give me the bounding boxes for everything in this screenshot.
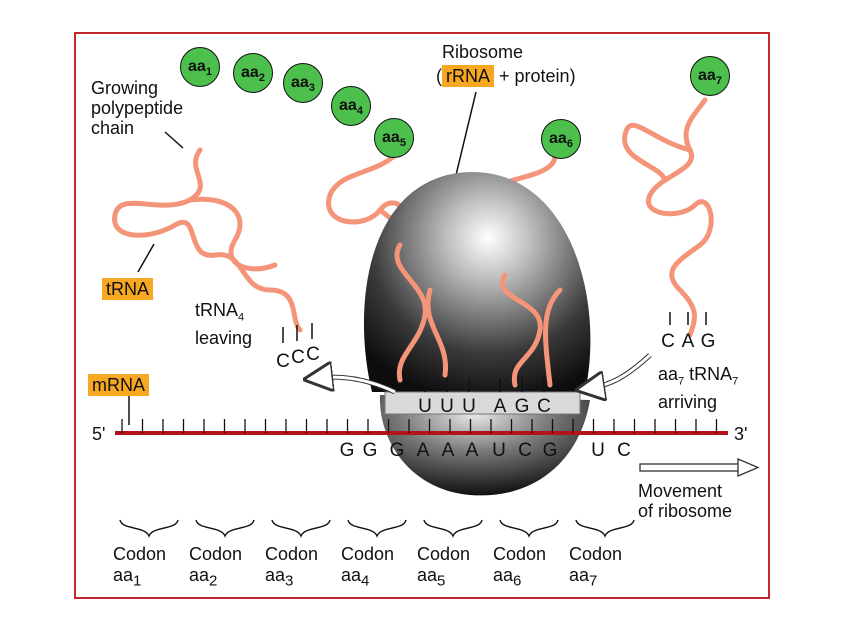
anticodon-ribosome-base: G: [515, 396, 530, 417]
codon-brace: [347, 519, 407, 538]
mrna-base: A: [417, 440, 430, 461]
mrna-base: G: [340, 440, 355, 461]
five-prime-label: 5': [92, 424, 106, 444]
anticodon-arriving-base: G: [701, 331, 716, 352]
anticodon-ribosome-base: U: [418, 396, 432, 417]
diagram-frame: [74, 32, 770, 599]
anticodon-leaving-base: C: [306, 344, 320, 365]
ribosome-groove: [384, 391, 581, 415]
mrna-label: mRNA: [88, 374, 149, 396]
mrna-base: A: [442, 440, 455, 461]
mrna-ticks: [121, 419, 718, 433]
codon-brace: [195, 519, 255, 538]
mrna-base: G: [390, 440, 405, 461]
trna-label: tRNA: [102, 278, 154, 300]
mrna-base: C: [617, 440, 631, 461]
mrna-base: U: [492, 440, 506, 461]
three-prime-label: 3': [734, 424, 748, 444]
growing-chain-label: Growing polypeptide chain: [91, 78, 184, 138]
anticodon-ticks: [282, 312, 707, 392]
codon-brace: [423, 519, 483, 538]
ribosome-large-subunit: [363, 171, 591, 392]
rrna-highlight: rRNA: [442, 65, 494, 87]
mrna-base: U: [591, 440, 605, 461]
amino-acid-aa1: aa1: [180, 47, 220, 87]
amino-acid-aa7: aa7: [690, 56, 730, 96]
aa7-trna7-arriving-label: aa7 tRNA7 arriving: [658, 364, 739, 412]
codon-braces: [119, 519, 635, 538]
movement-of-ribosome-label: Movement of ribosome: [638, 481, 733, 521]
mrna-base: G: [543, 440, 558, 461]
movement-arrow: [639, 458, 760, 477]
codon-brace: [271, 519, 331, 538]
anticodon-arriving-base: A: [682, 331, 695, 352]
ribosome-leader-line: [455, 91, 477, 176]
amino-acid-aa4: aa4: [331, 86, 371, 126]
chain-leader-line: [164, 131, 184, 149]
leader-lines: [128, 91, 477, 425]
anticodon-leaving-base: C: [276, 351, 290, 372]
amino-acid-aa6: aa6: [541, 119, 581, 159]
mrna-base: C: [518, 440, 532, 461]
amino-acid-aa3: aa3: [283, 63, 323, 103]
anticodon-ribosome-base: U: [462, 396, 476, 417]
trna-leader-line: [137, 243, 155, 273]
amino-acid-aa5: aa5: [374, 118, 414, 158]
mrna-base: A: [466, 440, 479, 461]
anticodon-ribosome-base: U: [440, 396, 454, 417]
anticodon-arriving-base: C: [661, 331, 675, 352]
amino-acid-aa2: aa2: [233, 53, 273, 93]
trna4-leaving-label: tRNA4 leaving: [195, 300, 253, 348]
arriving-arrow: [589, 353, 652, 391]
ribosome-small-subunit: [379, 395, 590, 496]
ribosome-composition-label: (rRNA + protein): [436, 65, 576, 87]
ribosome-label: Ribosome: [442, 42, 524, 62]
trna-leaving-strand-2: [187, 196, 278, 272]
trna-arriving-strand-2: [622, 122, 693, 183]
anticodon-ribosome-base: C: [537, 396, 551, 417]
codon-brace: [499, 519, 559, 538]
mrna-base: G: [363, 440, 378, 461]
codon-brace: [119, 519, 179, 538]
anticodon-ribosome-base: A: [494, 396, 507, 417]
anticodon-leaving-base: C: [291, 347, 305, 368]
codon-brace: [575, 519, 635, 538]
